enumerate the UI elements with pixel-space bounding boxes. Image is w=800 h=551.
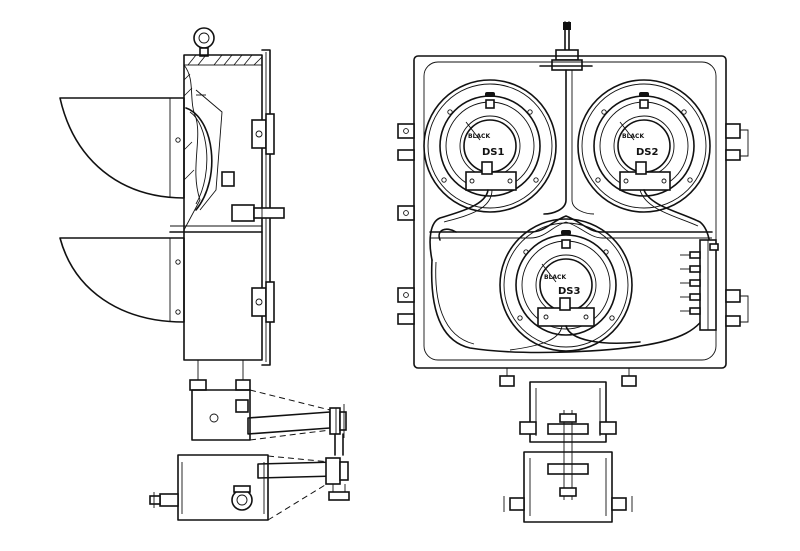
label-black-3: BLACK xyxy=(544,274,566,281)
label-ds1: DS1 xyxy=(482,147,505,158)
label-ds2: DS2 xyxy=(636,147,659,158)
lamp-ds3: BLACK DS3 xyxy=(499,218,633,352)
label-black-1: BLACK xyxy=(468,133,490,140)
top-bolt xyxy=(551,21,583,71)
side-latch xyxy=(231,204,285,222)
side-view xyxy=(59,27,350,521)
top-cap-hatch xyxy=(183,54,263,66)
terminal-block xyxy=(680,239,719,331)
label-black-2: BLACK xyxy=(622,133,644,140)
right-tabs xyxy=(725,123,749,327)
lamp-ds1: BLACK DS1 xyxy=(423,79,557,213)
lamp-ds2: BLACK DS2 xyxy=(577,79,711,213)
front-lower-box xyxy=(503,448,633,523)
upper-lamp-interior xyxy=(185,89,235,211)
wiring xyxy=(429,189,712,354)
front-upper-bracket xyxy=(519,381,617,448)
label-ds3: DS3 xyxy=(558,286,581,297)
upper-mount-bracket xyxy=(191,389,347,441)
lower-visor xyxy=(59,237,185,323)
upper-visor xyxy=(59,97,185,199)
upper-hinge xyxy=(251,113,275,155)
front-view: BLACK DS1 BLACK DS2 xyxy=(397,21,749,523)
side-base-bolts xyxy=(189,360,251,391)
lifting-eye xyxy=(193,27,215,57)
lower-mount-box xyxy=(149,454,350,521)
lower-hinge xyxy=(251,281,275,323)
front-base-bolts xyxy=(499,368,637,387)
left-tabs xyxy=(397,123,415,325)
